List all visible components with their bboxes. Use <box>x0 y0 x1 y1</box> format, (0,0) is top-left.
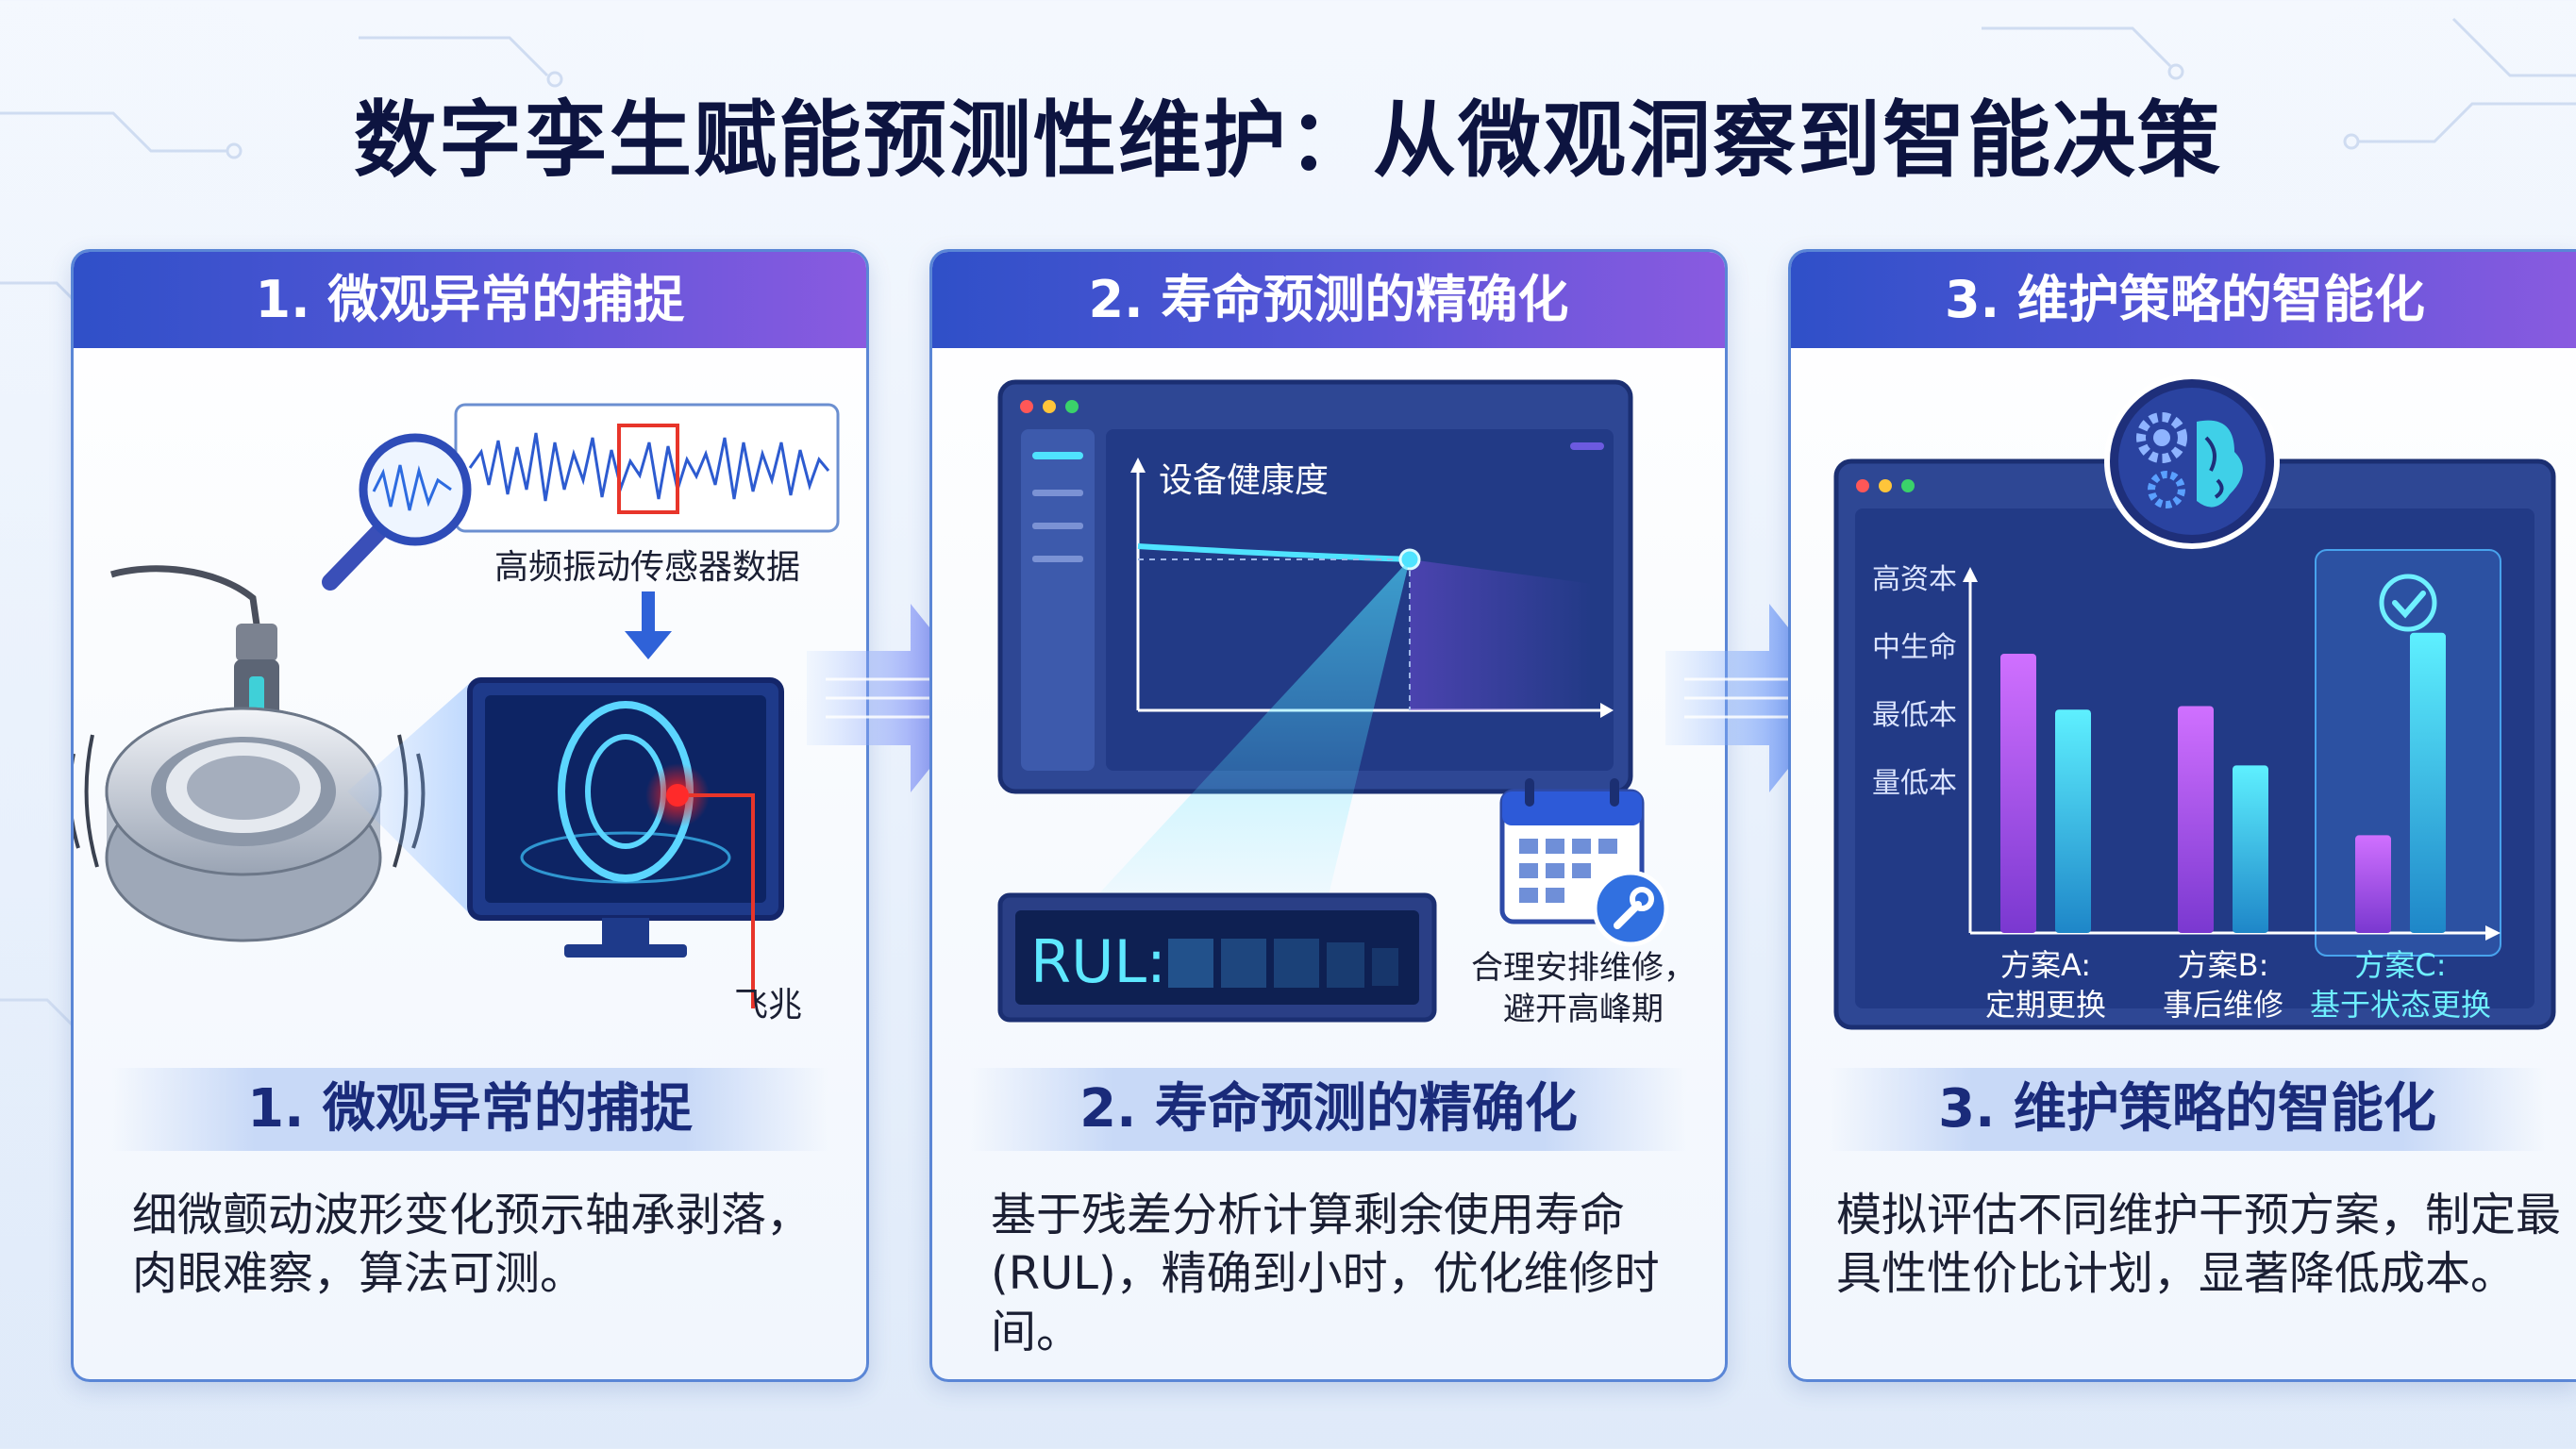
page-title: 数字孪生赋能预测性维护：从微观洞察到智能决策 <box>353 92 2222 189</box>
panel-3-description: 模拟评估不同维护干预方案，制定最 具性性价比计划，显著降低成本。 <box>1836 1186 2576 1303</box>
omen-label: 飞兆 <box>734 986 802 1024</box>
health-chart-label: 设备健康度 <box>1159 461 1329 500</box>
panel-2-description: 基于残差分析计算剩余使用寿命 (RUL)，精确到小时，优化维修时间。 <box>991 1186 1689 1361</box>
panel-2-subtitle: 2. 寿命预测的精确化 <box>970 1068 1687 1151</box>
bearing-sensor-icon <box>74 565 426 942</box>
bar <box>2233 765 2268 933</box>
panel-1-subtitle: 1. 微观异常的捕捉 <box>111 1068 828 1151</box>
schedule-label-line2: 避开高峰期 <box>1503 991 1664 1028</box>
down-arrow-icon <box>625 591 672 659</box>
x-category-label: 基于状态更换 <box>2310 987 2491 1023</box>
calendar-wrench-icon <box>1499 778 1669 947</box>
x-category-label: 方案B: <box>2178 947 2269 983</box>
panel-2-header: 2. 寿命预测的精确化 <box>932 252 1725 348</box>
panel-2-desc-line: 基于残差分析计算剩余使用寿命 <box>991 1189 1626 1241</box>
panel-3-desc-line: 具性性价比计划，显著降低成本。 <box>1836 1247 2517 1300</box>
scan-beam <box>347 683 470 914</box>
panel-anomaly-capture: 1. 微观异常的捕捉 高频振动传感器数据 <box>71 249 869 1382</box>
digital-twin-monitor <box>467 677 784 958</box>
schedule-label-line1: 合理安排维修， <box>1471 949 1696 987</box>
panel-1-desc-line: 肉眼难察，算法可测。 <box>132 1247 586 1300</box>
panel-1-header: 1. 微观异常的捕捉 <box>74 252 866 348</box>
panel-2-desc-line: (RUL)，精确到小时，优化维修时间。 <box>991 1247 1660 1358</box>
panel-2-illustration: 设备健康度 RUL: <box>997 379 1696 1028</box>
x-category-label: 方案C: <box>2354 947 2446 983</box>
bar <box>2178 706 2214 933</box>
x-category-label: 定期更换 <box>1985 987 2106 1023</box>
x-category-label: 方案A: <box>2000 947 2091 983</box>
rul-label: RUL: <box>1030 927 1166 996</box>
magnifier-icon <box>322 433 472 591</box>
bar <box>2000 654 2036 933</box>
panel-1-desc-line: 细微颤动波形变化预示轴承剥落， <box>132 1189 812 1241</box>
ai-brain-gear-icon <box>2104 374 2280 549</box>
panel-1-description: 细微颤动波形变化预示轴承剥落， 肉眼难察，算法可测。 <box>132 1186 830 1303</box>
x-category-label: 事后维修 <box>2163 987 2283 1023</box>
omen-callout-line <box>689 793 755 1008</box>
health-dashboard-window: 设备健康度 <box>997 379 1633 794</box>
sensor-data-label: 高频振动传感器数据 <box>494 548 800 587</box>
panel-1-illustration: 高频振动传感器数据 <box>74 403 840 1024</box>
panel-strategy: 3. 维护策略的智能化 高资本中生命最低本量低 <box>1788 249 2576 1382</box>
panel-3-header: 3. 维护策略的智能化 <box>1791 252 2576 348</box>
y-tick-label: 中生命 <box>1872 631 1957 664</box>
panel-3-subtitle: 3. 维护策略的智能化 <box>1829 1068 2546 1151</box>
y-tick-label: 高资本 <box>1872 563 1957 596</box>
bar <box>2355 835 2391 933</box>
vibration-waveform <box>468 432 830 502</box>
bar-chart-bars <box>2000 632 2446 933</box>
bar-chart-x-labels: 方案A: 定期更换 方案B: 事后维修 方案C: 基于状态更换 <box>1985 947 2491 1023</box>
panel-3-desc-line: 模拟评估不同维护干预方案，制定最 <box>1836 1189 2562 1241</box>
y-tick-label: 最低本 <box>1872 699 1957 732</box>
anomaly-highlight-box <box>617 424 679 514</box>
rul-display: RUL: <box>997 892 1437 1023</box>
projection-cone <box>1097 559 1410 895</box>
panel-life-prediction: 2. 寿命预测的精确化 设备健康度 <box>929 249 1728 1382</box>
bar <box>2055 709 2091 933</box>
y-tick-label: 量低本 <box>1872 767 1957 800</box>
bar <box>2410 632 2446 933</box>
